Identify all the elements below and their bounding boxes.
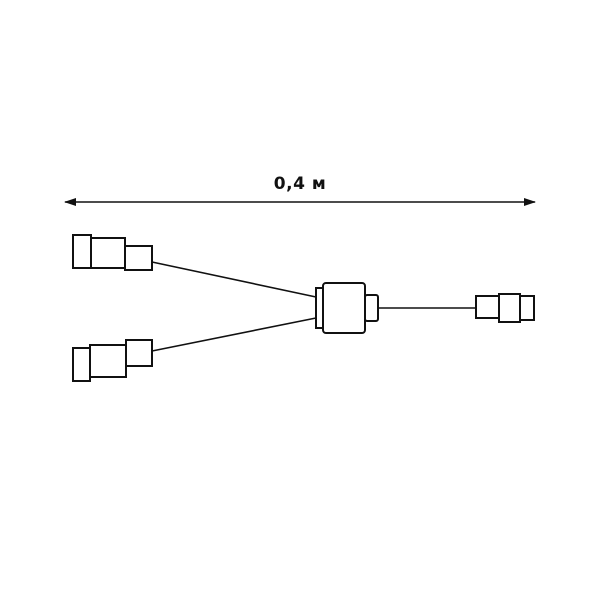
upper-branch-wire [151,261,317,298]
dimension-label: 0,4 м [273,174,327,194]
upper-female-connector [72,234,153,271]
lower-female-connector [72,339,153,382]
lower-branch-wire [151,317,317,352]
splitter-body [315,282,379,334]
male-output-connector [475,293,535,323]
